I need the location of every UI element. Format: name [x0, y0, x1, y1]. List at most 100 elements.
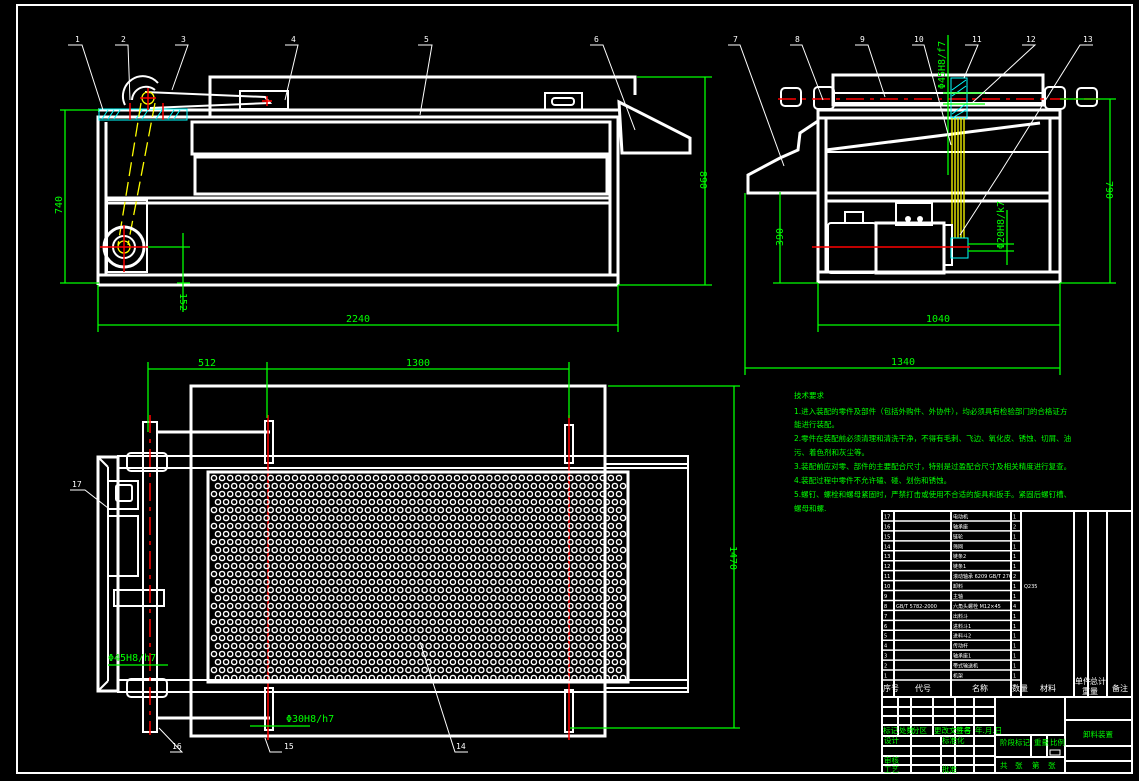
- mesh-hole: [396, 554, 404, 562]
- mesh-hole: [405, 618, 412, 626]
- mesh-hole: [405, 474, 412, 482]
- mesh-hole: [251, 618, 258, 626]
- mesh-hole: [364, 570, 372, 578]
- mesh-hole: [477, 602, 485, 610]
- mesh-hole: [615, 650, 623, 658]
- mesh-hole: [603, 530, 611, 538]
- bom-cell-name: 电动机: [953, 513, 968, 520]
- mesh-hole: [400, 594, 408, 602]
- bom-cell-name: 筛网: [953, 543, 963, 550]
- coupling: [113, 589, 165, 607]
- bom-cell-name: 六角头螺栓 M12×45: [953, 603, 1001, 610]
- mesh-hole: [259, 570, 266, 578]
- mesh-hole: [619, 642, 627, 650]
- mesh-hole: [413, 506, 420, 514]
- mesh-hole: [599, 490, 607, 498]
- mesh-hole: [498, 482, 505, 490]
- mesh-hole: [324, 474, 331, 482]
- mesh-hole: [518, 634, 526, 642]
- mesh-hole: [255, 658, 262, 666]
- mesh-hole: [372, 586, 380, 594]
- mesh-hole: [356, 554, 364, 562]
- mesh-hole: [356, 666, 364, 674]
- mesh-hole: [356, 570, 364, 578]
- mesh-hole: [567, 586, 574, 594]
- mesh-hole: [579, 674, 586, 682]
- mesh-hole: [457, 562, 465, 570]
- mesh-hole: [328, 642, 335, 650]
- bom-cell-no: 16: [884, 524, 890, 530]
- mesh-hole: [461, 666, 469, 674]
- mesh-hole: [348, 474, 356, 482]
- mesh-hole: [319, 514, 327, 522]
- mesh-hole: [550, 554, 558, 562]
- mesh-hole: [255, 674, 262, 682]
- mesh-hole: [473, 498, 481, 506]
- front-frame: [96, 115, 620, 277]
- mesh-hole: [550, 490, 558, 498]
- mesh-hole: [417, 626, 424, 634]
- mesh-hole: [615, 634, 623, 642]
- mesh-hole: [255, 610, 262, 618]
- mesh-hole: [360, 514, 368, 522]
- mesh-hole: [530, 514, 538, 522]
- mesh-hole: [279, 482, 287, 490]
- mesh-hole: [222, 610, 230, 618]
- mesh-hole: [303, 482, 311, 490]
- mesh-hole: [583, 650, 590, 658]
- mesh-hole: [579, 546, 586, 554]
- mesh-hole: [384, 482, 392, 490]
- mesh-hole: [526, 538, 534, 546]
- mesh-hole: [283, 634, 291, 642]
- mesh-hole: [579, 626, 586, 634]
- mesh-hole: [295, 514, 303, 522]
- mesh-hole: [214, 498, 222, 506]
- mesh-hole: [473, 562, 481, 570]
- mesh-hole: [538, 482, 546, 490]
- mesh-hole: [307, 602, 315, 610]
- mesh-hole: [486, 522, 493, 530]
- mesh-hole: [538, 626, 546, 634]
- mesh-hole: [324, 650, 331, 658]
- mesh-hole: [583, 570, 590, 578]
- mesh-hole: [275, 474, 283, 482]
- mesh-hole: [299, 650, 307, 658]
- mesh-hole: [514, 610, 522, 618]
- mesh-hole: [445, 602, 453, 610]
- mesh-hole: [303, 562, 311, 570]
- mesh-hole: [595, 578, 603, 586]
- mesh-hole: [247, 498, 254, 506]
- mesh-hole: [607, 490, 615, 498]
- bom-header-unit: 单件: [1075, 676, 1091, 686]
- mesh-hole: [563, 482, 570, 490]
- mesh-hole: [214, 578, 222, 586]
- mesh-hole: [251, 650, 258, 658]
- mesh-hole: [413, 650, 420, 658]
- mesh-hole: [421, 570, 428, 578]
- mesh-hole: [287, 498, 295, 506]
- mesh-hole: [461, 538, 469, 546]
- mesh-hole: [546, 578, 554, 586]
- mesh-hole: [522, 610, 530, 618]
- mesh-hole: [433, 626, 441, 634]
- mesh-hole: [619, 482, 627, 490]
- mesh-hole: [267, 522, 275, 530]
- mesh-hole: [255, 578, 262, 586]
- mesh-hole: [437, 618, 445, 626]
- bom-cell-name: 轴承座: [953, 523, 968, 530]
- mesh-hole: [559, 490, 566, 498]
- mesh-hole: [243, 586, 250, 594]
- dim-plan-fit-right: Φ30H8/h7: [286, 714, 334, 725]
- mesh-hole: [506, 578, 513, 586]
- mesh-hole: [514, 498, 522, 506]
- mesh-hole: [591, 650, 599, 658]
- balloon-15: 15: [284, 742, 294, 751]
- mesh-hole: [307, 474, 315, 482]
- mesh-hole: [490, 674, 497, 682]
- mesh-hole: [243, 634, 250, 642]
- mesh-hole: [563, 578, 570, 586]
- mesh-hole: [486, 618, 493, 626]
- notes-line-4: 污、着色剂和灰尘等。: [794, 447, 869, 457]
- mesh-hole: [230, 514, 238, 522]
- mesh-hole: [263, 482, 270, 490]
